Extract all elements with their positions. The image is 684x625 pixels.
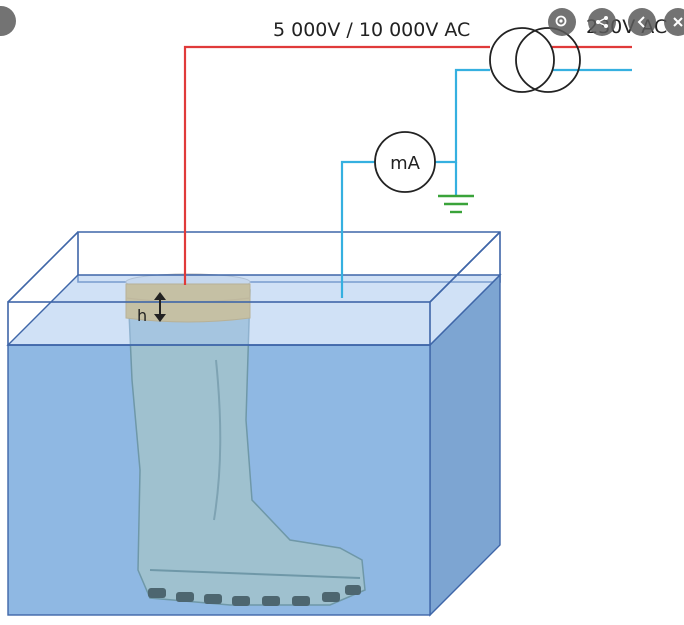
share-icon[interactable] — [588, 8, 616, 36]
circle-icon[interactable] — [0, 6, 16, 36]
more-icon[interactable] — [628, 8, 656, 36]
high-voltage-wire — [183, 45, 490, 285]
height-label: h — [137, 306, 147, 325]
lens-search-icon[interactable] — [548, 8, 576, 36]
tank-front-frame — [7, 231, 501, 346]
return-wire — [435, 68, 490, 164]
height-marker: h — [137, 292, 166, 325]
boot-sole-tread — [148, 585, 361, 606]
transformer-icon — [489, 27, 581, 93]
close-icon[interactable] — [664, 8, 684, 36]
ground-icon — [438, 162, 474, 214]
milliammeter-label: mA — [390, 153, 421, 174]
test-voltage-label: 5 000V / 10 000V AC — [273, 19, 470, 41]
measurement-wire-to-water — [340, 160, 375, 298]
water-surface — [6, 274, 502, 346]
milliammeter: mA — [374, 131, 436, 193]
